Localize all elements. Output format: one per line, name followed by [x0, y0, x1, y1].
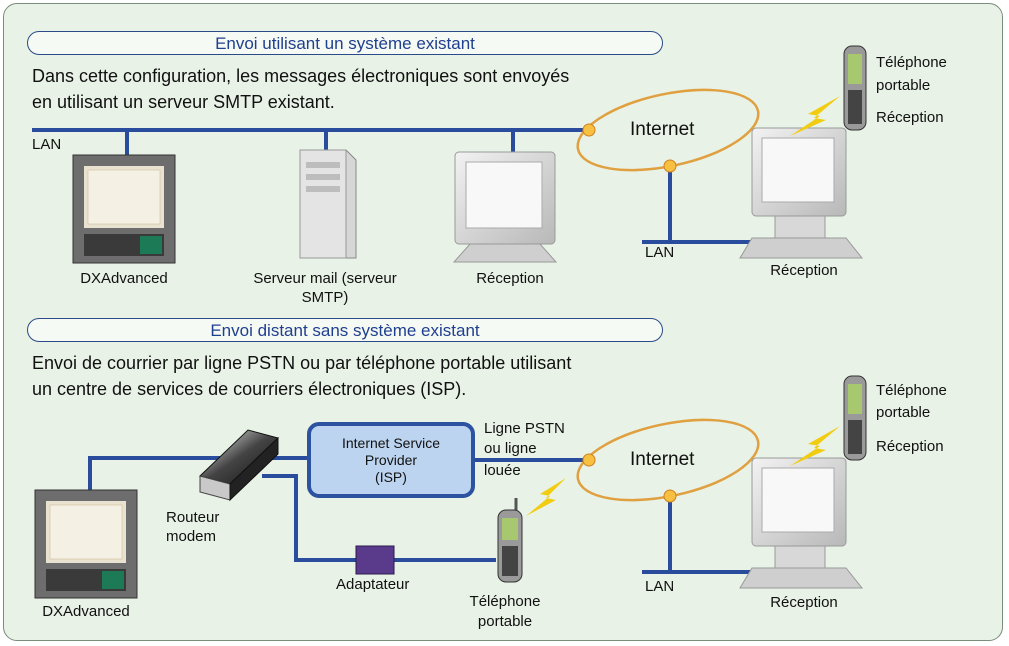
section1-description-line1: Dans cette configuration, les messages é…: [32, 66, 570, 86]
isp-label-line2: Provider: [364, 451, 418, 468]
isp-label-line1: Internet Service: [341, 434, 441, 451]
dxadvanced-label-top: DXAdvanced: [80, 270, 168, 287]
internet-cloud-bottom: [576, 418, 760, 503]
dxadvanced-label-bottom: DXAdvanced: [42, 603, 130, 620]
mail-server-icon: [299, 149, 357, 259]
dxadvanced-recorder-bottom: [34, 489, 138, 599]
section1-title: Envoi utilisant un système existant: [27, 31, 663, 55]
reception-pc-top: [452, 151, 558, 263]
router-modem-icon: [199, 429, 279, 502]
reception-label-bottom-right: Réception: [770, 594, 838, 611]
mobile-phone-bottom: [843, 375, 867, 461]
pstn-label-line3: louée: [484, 462, 521, 479]
lan-bus-right-bottom: [642, 498, 760, 574]
section1-description-line2: en utilisant un serveur SMTP existant.: [32, 92, 335, 112]
lan-bus-right-top: [642, 168, 760, 244]
mail-server-label-line2: SMTP): [301, 289, 349, 306]
router-label-line2: modem: [166, 528, 217, 545]
reception-pc-right-bottom: [739, 457, 864, 589]
adapter-icon: [355, 545, 395, 575]
phone-reception-label-bottom: Réception: [876, 438, 944, 455]
isp-label-line3: (ISP): [375, 468, 407, 485]
lan-label-bottom-right: LAN: [645, 578, 675, 595]
lan-label-top-left: LAN: [32, 136, 62, 153]
router-to-adapter-line: [262, 474, 496, 562]
section2-title: Envoi distant sans système existant: [27, 318, 663, 342]
reception-label-top-middle: Réception: [476, 270, 544, 287]
lan-bus-top: [32, 128, 592, 155]
lightning-icon-middle: [526, 478, 566, 516]
lan-label-top-right: LAN: [645, 244, 675, 261]
pstn-label-line2: ou ligne: [484, 440, 537, 457]
section2-description-line2: un centre de services de courriers élect…: [32, 379, 467, 399]
phone-reception-label-top: Réception: [876, 109, 944, 126]
mobile-phone-label-line2: portable: [477, 613, 533, 630]
internet-cloud-top: [576, 88, 760, 173]
reception-label-top-right: Réception: [770, 262, 838, 279]
lightning-icon-top: [790, 96, 840, 136]
reception-pc-right-top: [739, 127, 864, 259]
adapter-label: Adaptateur: [336, 576, 410, 593]
mobile-phone-top: [843, 45, 867, 131]
internet-label-bottom: Internet: [630, 449, 695, 470]
phone-label-bottom-line2: portable: [876, 404, 931, 421]
pstn-label-line1: Ligne PSTN: [484, 420, 565, 437]
lightning-icon-bottom: [790, 426, 840, 466]
dx-to-router-line: [88, 456, 222, 490]
section2-description-line1: Envoi de courrier par ligne PSTN ou par …: [32, 353, 572, 373]
phone-label-top-line1: Téléphone: [876, 54, 947, 71]
internet-label-top: Internet: [630, 119, 695, 140]
dxadvanced-recorder-top: [72, 154, 176, 264]
mobile-phone-isp: [497, 498, 523, 583]
router-label-line1: Routeur: [166, 509, 220, 526]
phone-label-bottom-line1: Téléphone: [876, 382, 947, 399]
isp-box: Internet Service Provider (ISP): [307, 422, 475, 498]
mobile-phone-label-line1: Téléphone: [469, 593, 541, 610]
mail-server-label-line1: Serveur mail (serveur: [253, 270, 397, 287]
phone-label-top-line2: portable: [876, 77, 931, 94]
